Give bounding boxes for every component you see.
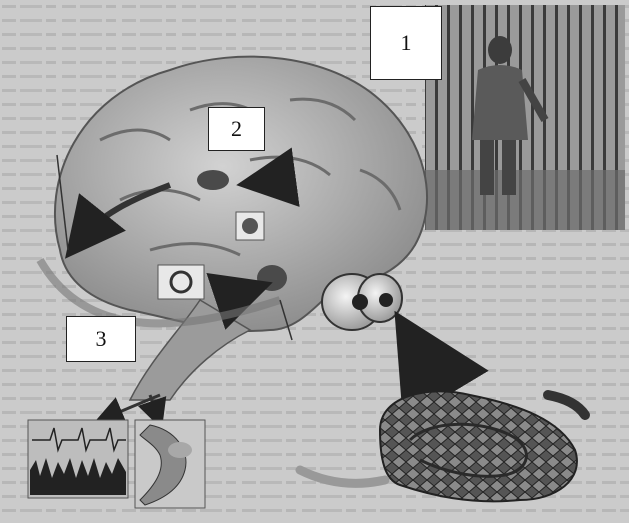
label-box-3: 3 bbox=[66, 316, 136, 362]
label-box-1: 1 bbox=[370, 6, 442, 80]
forest-man-photo bbox=[425, 5, 625, 230]
label-1-text: 1 bbox=[401, 30, 412, 56]
label-2-text: 2 bbox=[231, 116, 242, 142]
label-box-2: 2 bbox=[208, 107, 265, 151]
heart-monitor-trace bbox=[28, 420, 128, 498]
leg-muscle bbox=[135, 420, 205, 508]
label-3-text: 3 bbox=[96, 326, 107, 352]
